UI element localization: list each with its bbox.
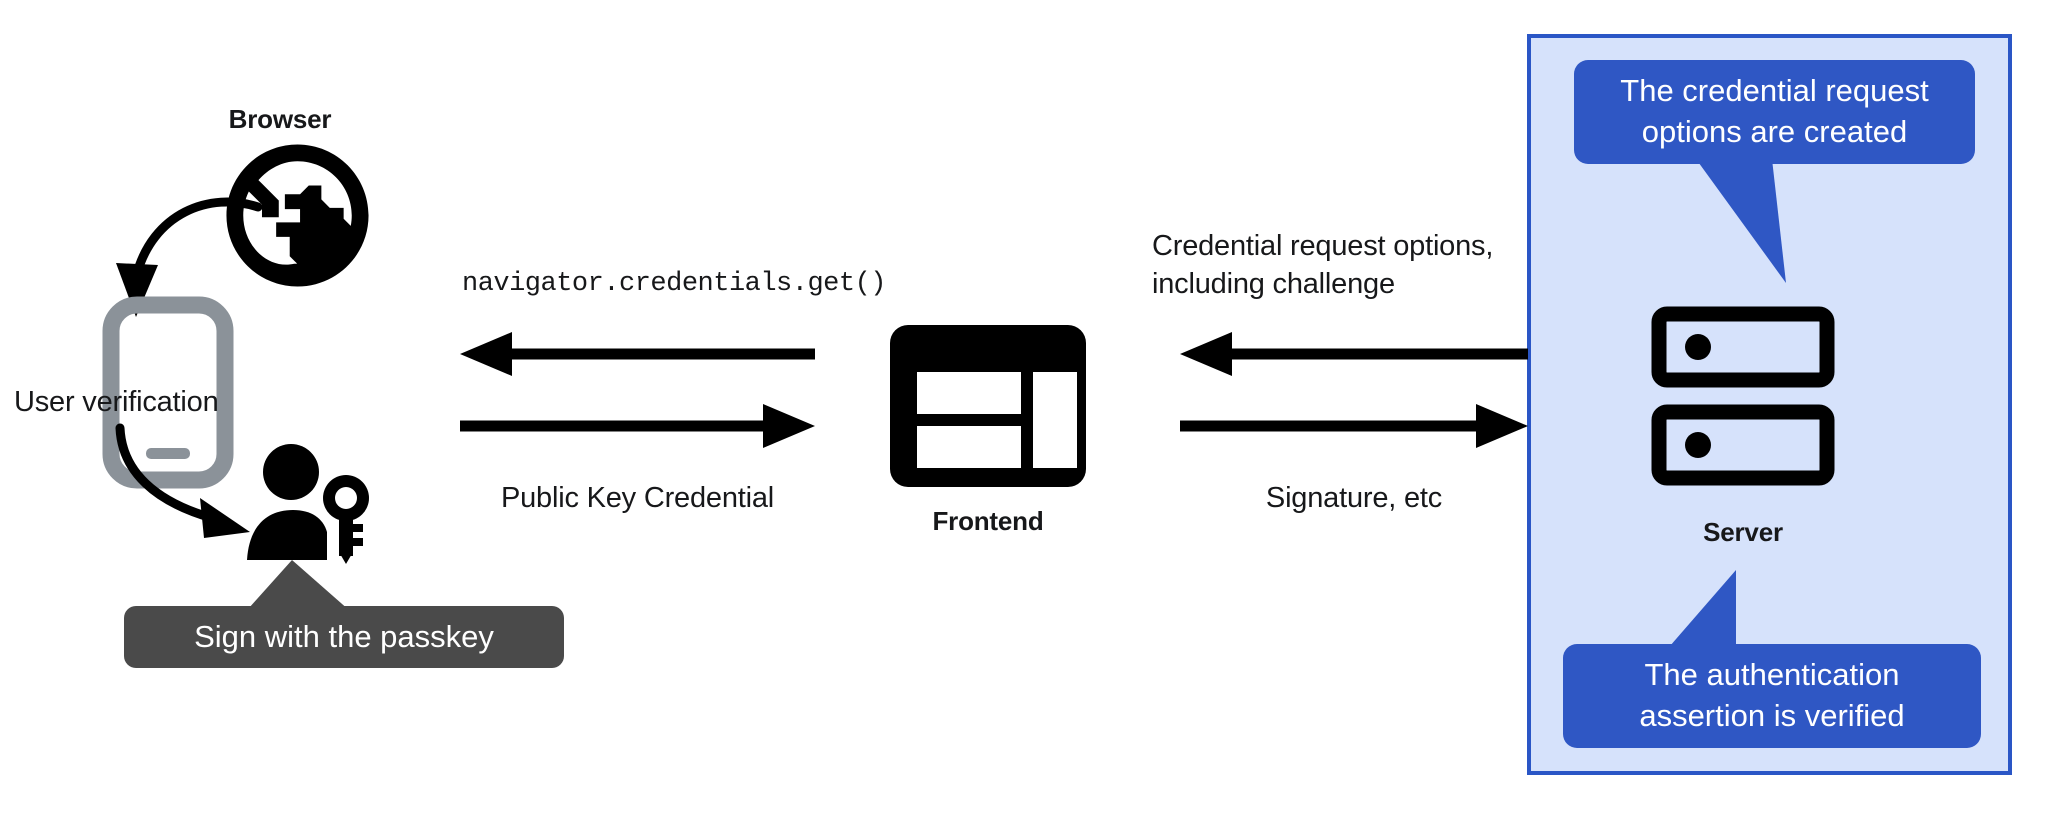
options-created-callout-tail [1696,159,1826,285]
sign-with-passkey-callout: Sign with the passkey [124,606,564,668]
phone-to-user-sign-arrow [108,420,288,550]
mobile-phone-icon [102,296,234,489]
browser-to-frontend-response-arrow [460,332,815,376]
signature-etc-label: Signature, etc [1265,482,1443,514]
server-to-frontend-options-arrow [1180,332,1528,376]
browser-to-phone-verify-arrow [90,185,280,370]
frontend-label: Frontend [932,506,1044,536]
credential-request-options-line1: Credential request options, [1152,230,1494,262]
person-with-key-icon [245,440,375,570]
credential-request-options-label: Credential request options, including cha… [1152,228,1493,303]
navigator-credentials-get-label: navigator.credentials.get() [462,269,886,299]
credential-request-options-line2: including challenge [1152,267,1395,300]
browser-label: Browser [228,104,332,134]
options-created-callout: The credential request options are creat… [1574,60,1975,164]
user-verification-label: User verification [14,386,219,418]
web-layout-icon [890,325,1086,487]
public-key-credential-label: Public Key Credential [500,482,775,514]
frontend-to-browser-credential-arrow [460,404,815,448]
globe-icon [220,138,375,293]
server-rack-icon [1651,306,1835,486]
sign-with-passkey-callout-tail [240,560,370,620]
assertion-verified-callout: The authentication assertion is verified [1563,644,1981,748]
frontend-to-server-signature-arrow [1180,404,1528,448]
server-label: Server [1703,517,1783,547]
